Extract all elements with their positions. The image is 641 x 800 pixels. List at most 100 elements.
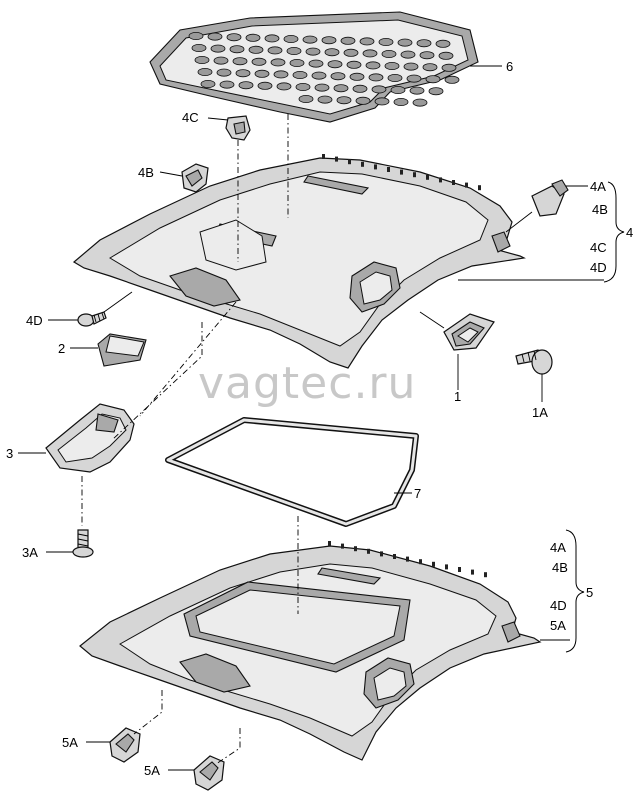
part-6-insulation-mat (149, 11, 479, 123)
mat-cell (435, 39, 451, 48)
mat-cell (289, 59, 305, 68)
part-4c-clip (225, 115, 251, 141)
mat-cell (393, 98, 409, 107)
mat-cell (444, 75, 460, 84)
mat-cell (238, 81, 254, 90)
edge-clip (465, 182, 468, 188)
mat-cell (409, 86, 425, 95)
mat-cell (441, 63, 457, 72)
label-5: 5 (586, 585, 593, 600)
label-5-4b: 4B (552, 560, 568, 575)
mat-cell (216, 68, 232, 77)
edge-clip (341, 543, 344, 549)
edge-clip (387, 167, 390, 172)
edge-clip (439, 177, 442, 183)
mat-cell (336, 96, 352, 105)
edge-clip (452, 180, 455, 185)
mat-cell (248, 45, 264, 54)
label-6: 6 (506, 59, 513, 74)
mat-cell (273, 70, 289, 79)
mat-cell (305, 47, 321, 56)
part-7-sunroof-seal (165, 417, 419, 527)
mat-cell (188, 32, 204, 41)
headliner-lower-edge-clips (328, 541, 487, 578)
part-3a-screw (72, 529, 94, 558)
edge-clip (419, 559, 422, 565)
mat-cell (397, 38, 413, 47)
edge-clip (445, 564, 448, 570)
part-2-cover (97, 333, 147, 367)
mat-cell (314, 83, 330, 92)
mat-cell (368, 73, 384, 82)
label-3a: 3A (22, 545, 38, 560)
edge-clip (367, 548, 370, 554)
edge-clip (426, 174, 429, 180)
mat-cell (416, 39, 432, 48)
mat-cell (333, 84, 349, 93)
mat-cell (343, 48, 359, 57)
mat-cell (381, 50, 397, 59)
edge-clip (400, 169, 403, 175)
mat-cell (254, 69, 270, 78)
mat-cell (251, 57, 267, 66)
mat-cell (365, 61, 381, 70)
edge-clip (406, 556, 409, 562)
mat-cell (428, 87, 444, 96)
edge-clip (361, 161, 364, 167)
part-5a-bracket-lower (193, 755, 225, 791)
label-3: 3 (6, 446, 13, 461)
mat-cell (390, 86, 406, 95)
label-7: 7 (414, 486, 421, 501)
edge-clip (393, 554, 396, 559)
mat-cell (292, 71, 308, 80)
mat-cell (283, 35, 299, 44)
edge-clip (322, 154, 325, 159)
edge-clip (328, 541, 331, 546)
label-4d: 4D (590, 260, 607, 275)
mat-cell (308, 59, 324, 68)
headliner-lower (79, 545, 542, 761)
mat-cell (387, 74, 403, 83)
edge-clip (335, 156, 338, 162)
mat-cell (352, 84, 368, 93)
part-4b-bracket (181, 163, 209, 193)
edge-clip (348, 159, 351, 165)
label-4c: 4C (590, 240, 607, 255)
mat-cell (321, 36, 337, 45)
label-4a: 4A (590, 179, 606, 194)
mat-cell (403, 62, 419, 71)
edge-clip (374, 164, 377, 170)
mat-cell (210, 44, 226, 53)
mat-cell (311, 71, 327, 80)
mat-cell (327, 60, 343, 69)
mat-cell (317, 95, 333, 104)
mat-cell (419, 51, 435, 60)
mat-cell (425, 75, 441, 84)
mat-cell (276, 82, 292, 91)
part-1a-screw (515, 349, 553, 375)
label-4b: 4B (592, 202, 608, 217)
watermark: vagtec.ru (198, 358, 416, 409)
mat-cell (302, 35, 318, 44)
leader-lines (18, 65, 604, 771)
label-4d-left: 4D (26, 313, 43, 328)
mat-cell (355, 96, 371, 105)
mat-cell (298, 95, 314, 104)
mat-cell (295, 83, 311, 92)
mat-cell (229, 45, 245, 54)
mat-cell (267, 46, 283, 55)
edge-clip (484, 572, 487, 578)
mat-cell (235, 69, 251, 78)
part-5a-bracket-upper (109, 727, 141, 763)
label-5-4a: 4A (550, 540, 566, 555)
label-4c-top: 4C (182, 110, 199, 125)
part-labels: 6 4C 4B 4A 4B 4 4C 4D 4D 2 1 1A 3 7 3A 4… (6, 59, 633, 778)
mat-cell (359, 37, 375, 46)
mat-cell (232, 57, 248, 66)
mat-cell (270, 58, 286, 67)
edge-clip (413, 172, 416, 178)
mat-cell (374, 97, 390, 106)
headliner-upper (72, 157, 526, 369)
part-4a-clip (531, 179, 569, 217)
